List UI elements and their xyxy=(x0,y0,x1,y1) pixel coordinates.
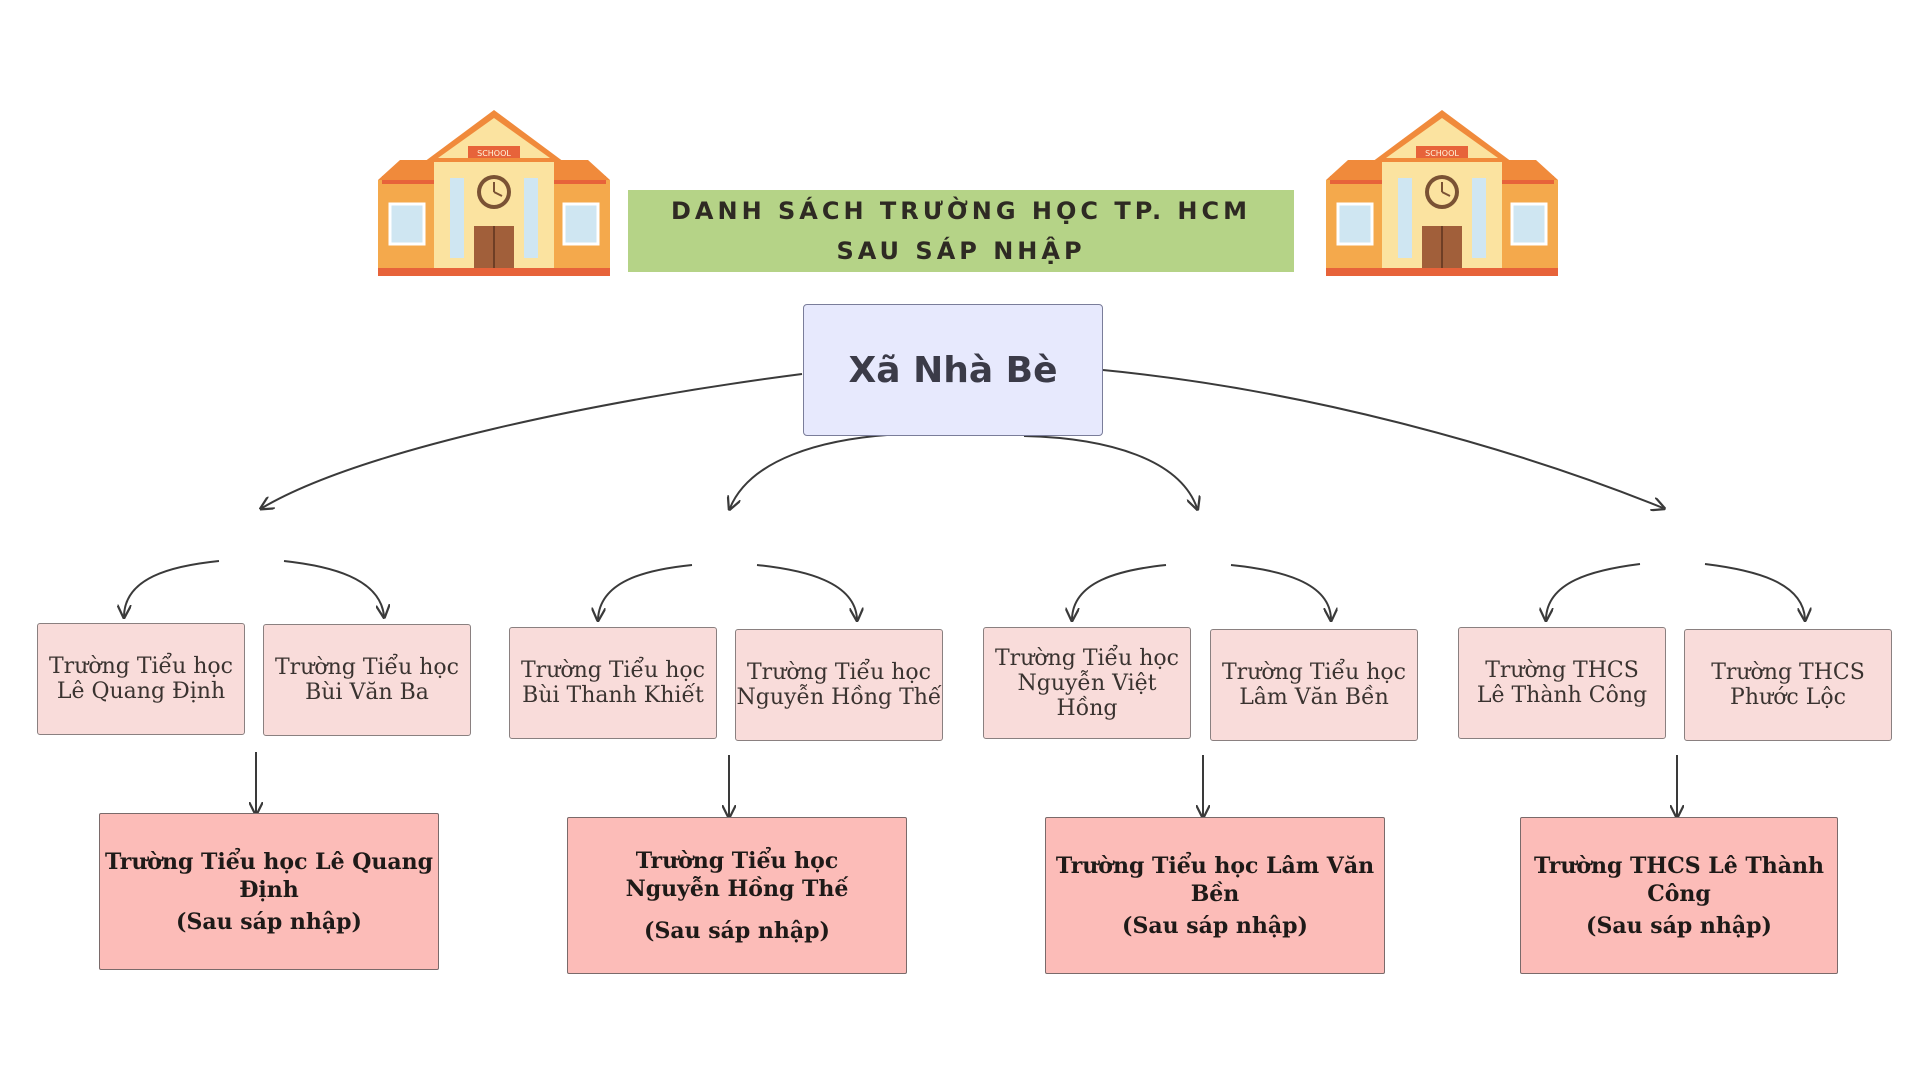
school-node: Trường Tiểu học Lâm Văn Bền xyxy=(1210,629,1418,741)
merged-school-node: Trường THCS Lê Thành Công (Sau sáp nhập) xyxy=(1520,817,1838,974)
school-line-1: Trường Tiểu học xyxy=(1222,660,1406,685)
title-banner: DANH SÁCH TRƯỜNG HỌC TP. HCM SAU SÁP NHẬ… xyxy=(628,190,1294,272)
merged-note: (Sau sáp nhập) xyxy=(176,908,362,935)
school-line-1: Trường Tiểu học xyxy=(521,658,705,683)
connector-root-to-group-4 xyxy=(1102,369,1663,508)
school-line-2: Lê Quang Định xyxy=(56,679,226,704)
school-node: Trường Tiểu học Nguyễn Việt Hồng xyxy=(983,627,1191,739)
title-line-2: SAU SÁP NHẬP xyxy=(836,237,1086,265)
school-sign-text: SCHOOL xyxy=(477,149,511,158)
school-node: Trường THCS Lê Thành Công xyxy=(1458,627,1666,739)
merged-note: (Sau sáp nhập) xyxy=(644,917,830,944)
school-line-1: Trường THCS xyxy=(1485,658,1639,683)
merged-line-1: Trường THCS Lê Thành Công xyxy=(1533,852,1825,907)
school-line-2: Bùi Văn Ba xyxy=(305,680,429,705)
school-line-2: Lê Thành Công xyxy=(1476,683,1648,708)
connector-group-4-left xyxy=(1546,563,1641,619)
merged-line-1: Trường Tiểu học Lê Quang Định xyxy=(104,848,434,903)
root-node: Xã Nhà Bè xyxy=(803,304,1103,436)
merged-line-1: Trường Tiểu học Lâm Văn Bền xyxy=(1055,852,1375,907)
school-line-1: Trường Tiểu học xyxy=(995,645,1179,671)
merged-note: (Sau sáp nhập) xyxy=(1122,912,1308,939)
connector-group-4-right xyxy=(1704,563,1805,619)
merged-line-2: Nguyễn Hồng Thế xyxy=(625,875,849,902)
school-node: Trường Tiểu học Lê Quang Định xyxy=(37,623,245,735)
connector-root-to-group-2 xyxy=(730,433,904,508)
merged-line-1: Trường Tiểu học xyxy=(635,847,839,874)
school-node: Trường Tiểu học Nguyễn Hồng Thế xyxy=(735,629,943,741)
connector-group-1-right xyxy=(283,560,384,616)
root-label: Xã Nhà Bè xyxy=(848,349,1058,391)
connector-group-3-left xyxy=(1072,564,1167,619)
connector-root-to-group-1 xyxy=(262,373,803,508)
school-line-2: Lâm Văn Bền xyxy=(1239,685,1389,710)
school-building-icon-right: SCHOOL xyxy=(1326,110,1558,276)
connector-group-2-left xyxy=(598,564,693,619)
merged-school-node: Trường Tiểu học Lâm Văn Bền (Sau sáp nhậ… xyxy=(1045,817,1385,974)
connector-group-1-left xyxy=(124,560,220,616)
school-node: Trường Tiểu học Bùi Văn Ba xyxy=(263,624,471,736)
school-line-1: Trường THCS xyxy=(1711,660,1865,685)
school-line-2: Bùi Thanh Khiết xyxy=(522,683,704,708)
merged-note: (Sau sáp nhập) xyxy=(1586,912,1772,939)
school-line-1: Trường Tiểu học xyxy=(49,654,233,679)
connector-group-3-right xyxy=(1230,564,1331,619)
school-sign-text: SCHOOL xyxy=(1425,149,1459,158)
connector-root-to-group-3 xyxy=(1023,435,1197,508)
merged-school-node: Trường Tiểu học Nguyễn Hồng Thế (Sau sáp… xyxy=(567,817,907,974)
connector-group-2-right xyxy=(756,564,857,619)
school-line-1: Trường Tiểu học xyxy=(747,660,931,685)
school-line-2: Nguyễn Hồng Thế xyxy=(736,685,942,710)
school-node: Trường Tiểu học Bùi Thanh Khiết xyxy=(509,627,717,739)
school-line-2: Phước Lộc xyxy=(1730,685,1846,710)
school-building-icon-left: SCHOOL xyxy=(378,110,610,276)
merged-school-node: Trường Tiểu học Lê Quang Định (Sau sáp n… xyxy=(99,813,439,970)
school-line-1: Trường Tiểu học xyxy=(275,655,459,680)
school-line-2: Nguyễn Việt Hồng xyxy=(1017,670,1157,721)
title-line-1: DANH SÁCH TRƯỜNG HỌC TP. HCM xyxy=(670,197,1251,225)
school-node: Trường THCS Phước Lộc xyxy=(1684,629,1892,741)
